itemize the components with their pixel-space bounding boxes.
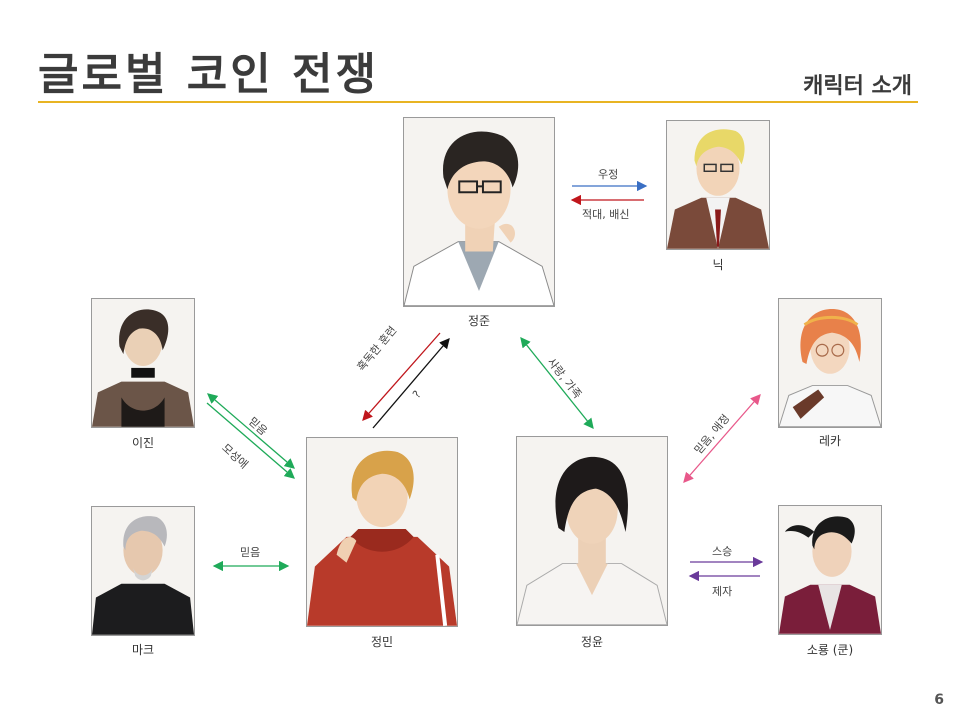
ijin-illustration <box>92 299 194 427</box>
portrait-jeongyun <box>516 436 668 626</box>
name-jeongmin: 정민 <box>322 633 442 650</box>
portrait-soryong <box>778 505 882 635</box>
arrow-maternal <box>207 403 294 478</box>
portrait-mark <box>91 506 195 636</box>
arrow-trust-love <box>684 395 760 482</box>
label-friendship: 우정 <box>598 166 618 182</box>
jeongyun-illustration <box>517 437 667 625</box>
mark-illustration <box>92 507 194 635</box>
name-jeongyun: 정윤 <box>532 633 652 650</box>
portrait-nick <box>666 120 770 250</box>
portrait-jeongjun <box>403 117 555 307</box>
reka-illustration <box>779 299 881 427</box>
label-disciple: 제자 <box>712 583 732 599</box>
label-hostility: 적대, 배신 <box>582 206 629 222</box>
label-teacher: 스승 <box>712 543 732 559</box>
name-nick: 닉 <box>658 256 778 273</box>
label-trust-mark: 믿음 <box>240 544 260 560</box>
portrait-jeongmin <box>306 437 458 627</box>
portrait-ijin <box>91 298 195 428</box>
soryong-illustration <box>779 506 881 634</box>
jeongjun-illustration <box>404 118 554 306</box>
name-soryong: 소룡 (쿤) <box>770 641 890 658</box>
portrait-reka <box>778 298 882 428</box>
page-number: 6 <box>934 692 944 708</box>
jeongmin-illustration <box>307 438 457 626</box>
arrow-question <box>373 339 449 428</box>
name-ijin: 이진 <box>83 434 203 451</box>
name-mark: 마크 <box>83 641 203 658</box>
arrow-love-family <box>521 338 593 428</box>
name-jeongjun: 정준 <box>419 312 539 329</box>
name-reka: 레카 <box>770 432 890 449</box>
nick-illustration <box>667 121 769 249</box>
